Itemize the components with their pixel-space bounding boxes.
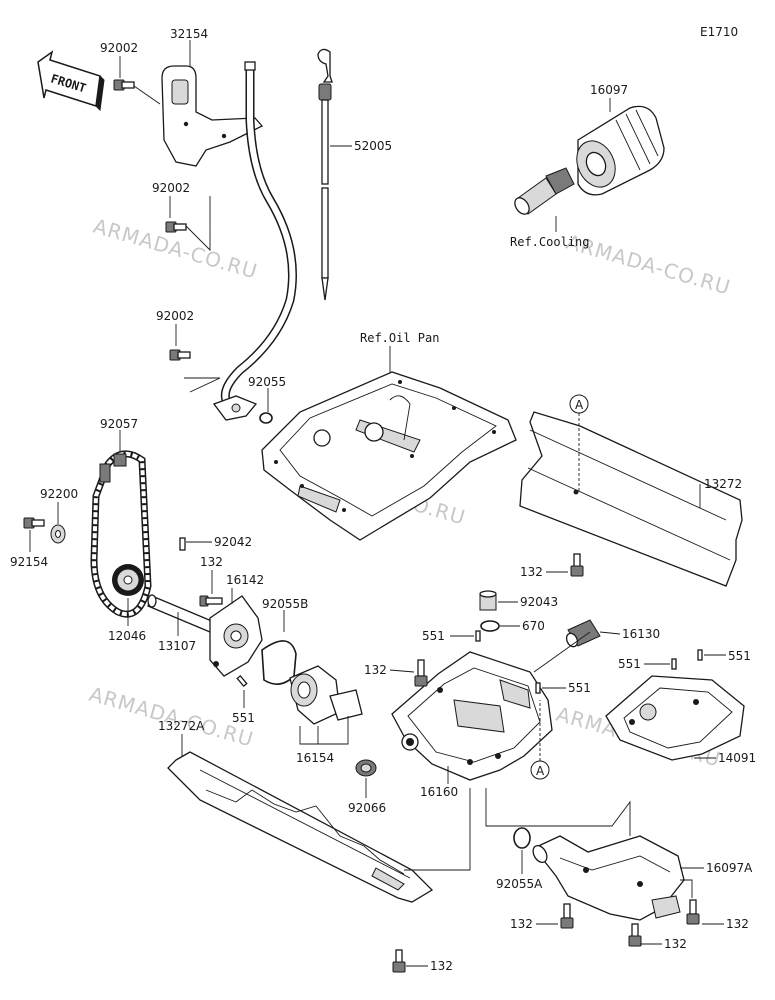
part-label-52005: 52005 (354, 139, 392, 153)
bolt-icon (169, 349, 191, 361)
plug-icon (355, 759, 377, 777)
o-ring-icon (259, 412, 273, 424)
front-arrow-icon: FRONT (37, 50, 105, 112)
dipstick-bracket (161, 65, 264, 167)
part-label-132: 132 (430, 959, 453, 973)
callout-letter: A (575, 398, 584, 412)
bolt-icon (560, 903, 574, 929)
part-label-551: 551 (568, 681, 591, 695)
baffle-plate-lower (167, 751, 434, 903)
oil-pump-body (391, 651, 553, 781)
relief-valve (565, 619, 601, 648)
watermark: ARMADA-CO.RU (87, 682, 257, 752)
part-label-132: 132 (364, 663, 387, 677)
part-label-13272A: 13272A (158, 719, 205, 733)
dowel-pin-icon (697, 649, 703, 661)
bolt-icon (392, 949, 406, 973)
collar-icon (479, 590, 497, 611)
part-label-92055B: 92055B (262, 597, 308, 611)
ref-oil-pan-label: Ref.Oil Pan (360, 331, 439, 345)
part-label-92057: 92057 (100, 417, 138, 431)
oil-pump-cover (605, 675, 745, 761)
leader-lines (29, 40, 726, 967)
part-label-551: 551 (618, 657, 641, 671)
oil-cooler-housing (532, 835, 685, 921)
dipstick (317, 48, 333, 301)
part-label-132: 132 (520, 565, 543, 579)
part-label-92002: 92002 (156, 309, 194, 323)
part-label-132: 132 (200, 555, 223, 569)
part-label-92154: 92154 (10, 555, 48, 569)
part-label-13272: 13272 (704, 477, 742, 491)
part-label-92200: 92200 (40, 487, 78, 501)
part-label-551: 551 (232, 711, 255, 725)
dowel-pin-icon (236, 674, 248, 688)
callout-letter: A (536, 764, 545, 778)
bolt-icon (414, 659, 428, 687)
bolt-icon (570, 553, 584, 577)
dowel-pin-icon (671, 658, 677, 670)
part-label-14091: 14091 (718, 751, 756, 765)
part-label-13107: 13107 (158, 639, 196, 653)
part-labels: 32154 92002 92002 92002 52005 16097 Ref.… (10, 27, 756, 973)
bolt-icon (628, 923, 642, 947)
part-label-32154: 32154 (170, 27, 208, 41)
oil-pump (209, 595, 263, 677)
o-ring-icon (480, 620, 500, 632)
o-ring-icon (513, 827, 531, 849)
part-label-92043: 92043 (520, 595, 558, 609)
part-label-16154: 16154 (296, 751, 334, 765)
part-label-16130: 16130 (622, 627, 660, 641)
part-label-132: 132 (726, 917, 749, 931)
part-label-551: 551 (728, 649, 751, 663)
part-label-16097: 16097 (590, 83, 628, 97)
oil-pump-chain (90, 450, 152, 618)
part-label-16160: 16160 (420, 785, 458, 799)
part-label-16142: 16142 (226, 573, 264, 587)
diagram-code: E1710 (700, 25, 738, 39)
bolt-icon (113, 79, 135, 91)
bolt-icon (165, 221, 187, 233)
oil-filter (576, 105, 665, 196)
oil-pump-sprocket (112, 564, 144, 596)
part-label-132: 132 (510, 917, 533, 931)
part-label-132: 132 (664, 937, 687, 951)
part-label-551: 551 (422, 629, 445, 643)
callout-a-lower: A (530, 700, 550, 780)
callout-a-upper: A (569, 394, 589, 492)
part-label-92002: 92002 (152, 181, 190, 195)
ref-cooling-label: Ref.Cooling (510, 235, 589, 249)
oil-pan (261, 371, 517, 541)
part-label-92055: 92055 (248, 375, 286, 389)
dowel-pin-icon (179, 537, 186, 551)
bolt-icon (686, 899, 700, 925)
dowel-pin-icon (475, 630, 481, 642)
baffle-plate (519, 411, 743, 587)
part-label-670: 670 (522, 619, 545, 633)
part-label-92042: 92042 (214, 535, 252, 549)
oil-strainer (289, 665, 363, 725)
dowel-pin-icon (535, 682, 541, 694)
bolt-icon (199, 595, 223, 607)
bolt-icon (23, 517, 45, 529)
part-label-92002: 92002 (100, 41, 138, 55)
part-label-16097A: 16097A (706, 861, 753, 875)
washer-icon (50, 524, 66, 544)
part-label-92055A: 92055A (496, 877, 543, 891)
dipstick-tube (212, 61, 297, 421)
part-label-92066: 92066 (348, 801, 386, 815)
part-label-12046: 12046 (108, 629, 146, 643)
oil-pump-shaft (147, 594, 215, 633)
oil-cooler-fitting (514, 167, 575, 215)
